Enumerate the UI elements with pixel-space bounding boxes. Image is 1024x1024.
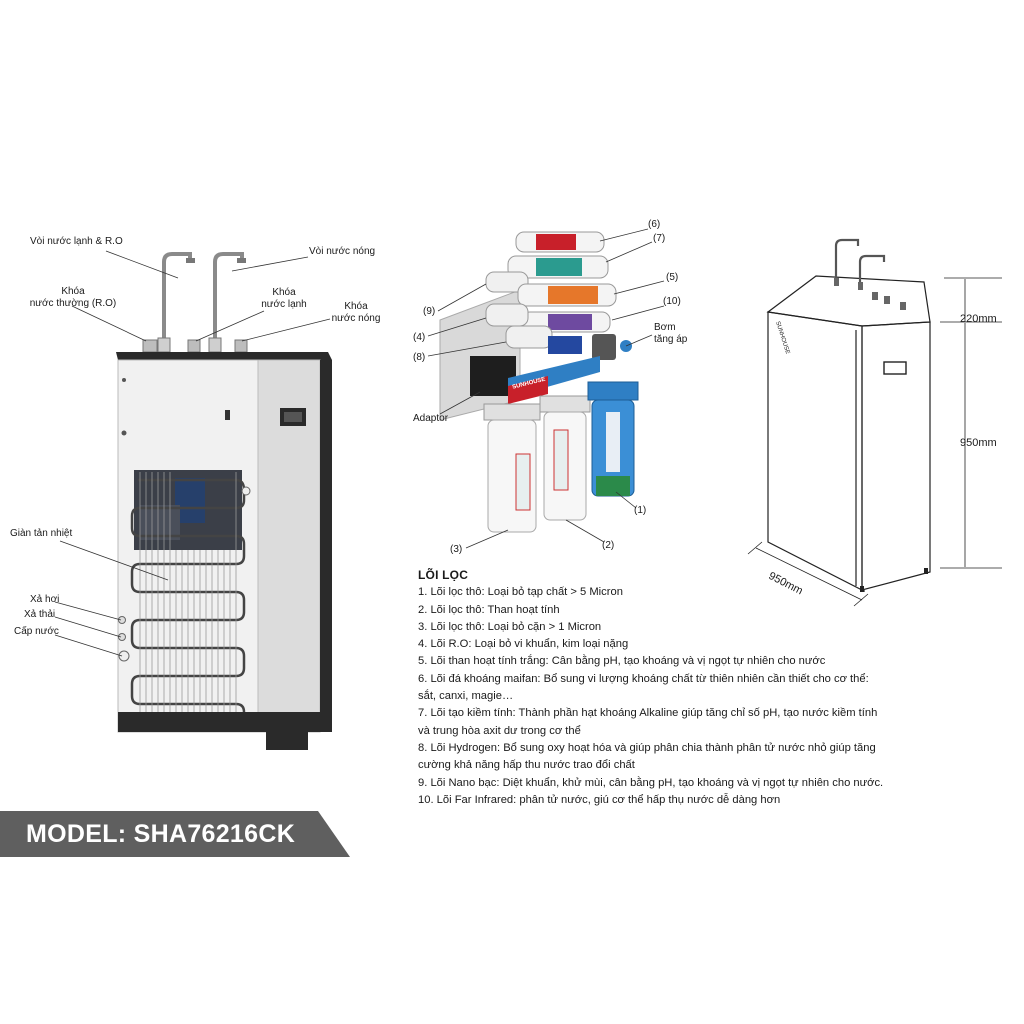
steam-vent-port-icon [118,616,126,624]
spec-item: 7. Lõi tạo kiềm tính: Thành phần hạt kho… [418,707,878,720]
hot-tap-label: Vòi nước nóng [309,246,376,257]
water-supply-port-icon [118,650,130,662]
hot-lock-label: Khóa nước nóng [331,301,381,324]
model-banner: MODEL: SHA76216CK [0,811,352,857]
filter-number-8: (8) [413,352,426,363]
inline-filter-6-icon [515,231,605,253]
spec-item: 4. Lõi R.O: Loại bỏ vi khuẩn, kim loại n… [418,638,629,651]
spec-item: 1. Lõi lọc thô: Loại bỏ tạp chất > 5 Mic… [418,586,623,599]
cold-ro-tap-label: Vòi nước lạnh & R.O [30,236,123,247]
cold-ro-faucet-icon [162,252,195,342]
inline-filter-7-icon [507,255,609,279]
inline-filter-5-icon [517,283,617,307]
steam-vent-label: Xả hơi [30,594,60,605]
booster-pump-label: Bơm tăng áp [654,322,688,345]
model-name: MODEL: SHA76216CK [26,820,296,848]
filter-number-7: (7) [653,233,666,244]
spec-item: và trung hòa axit dư trong cơ thể [418,724,581,737]
dimension-height: 950mm [960,437,997,449]
drain-label: Xả thải [24,609,56,620]
filter-number-1: (1) [634,505,647,516]
filter-number-6: (6) [648,219,661,230]
spec-item: sắt, canxi, magie… [418,690,514,703]
housing-2-icon [539,395,591,521]
filter-number-5: (5) [666,272,679,283]
dimension-faucets-icon [834,238,886,282]
spec-item: 10. Lõi Far Infrared: phân tử nước, giú … [418,793,781,806]
filter-spec-list: LÕI LỌC 1. Lõi lọc thô: Loại bỏ tạp chất… [418,567,898,809]
inline-filter-4-icon [485,303,529,327]
filter-number-2: (2) [602,540,615,551]
adaptor-label: Adaptor [413,413,449,424]
hot-faucet-icon [213,252,246,342]
svg-text:SUNHOUSE: SUNHOUSE [774,321,790,355]
dimension-top: 220mm [960,313,997,325]
normal-lock-label: Khóa nước thường (R.O) [29,286,117,309]
filter-number-3: (3) [450,544,463,555]
filter-spec-title: LÕI LỌC [418,568,469,582]
spec-item: 2. Lõi lọc thô: Than hoạt tính [418,603,560,616]
radiator-coil [130,478,246,718]
inline-filter-9-icon [485,271,529,293]
spec-item: 3. Lõi lọc thô: Loại bỏ cặn > 1 Micron [418,620,602,633]
filter-number-9: (9) [423,306,436,317]
filter-number-4: (4) [413,332,426,343]
spec-item: 5. Lõi than hoạt tính trắng: Cân bằng pH… [418,655,826,668]
water-supply-label: Cấp nước [14,626,59,637]
cabinet-handle-icon [883,361,907,375]
radiator-label: Giàn tản nhiệt [10,528,73,539]
spec-item: cường khả năng hấp thu nước trao đổi chấ… [418,759,635,772]
spec-item: 8. Lõi Hydrogen: Bổ sung oxy hoạt hóa và… [418,741,876,754]
spec-item: 6. Lõi đá khoáng maifan: Bổ sung vi lượn… [418,672,869,685]
drain-port-icon [118,633,126,641]
spec-item: 9. Lõi Nano bạc: Diệt khuẩn, khử mùi, câ… [418,776,884,789]
housing-1-icon [587,381,639,497]
inline-filter-8-icon [505,325,582,354]
cold-lock-label: Khóa nước lạnh [261,287,307,310]
housing-3-icon [483,403,541,533]
filter-number-10: (10) [663,296,681,307]
